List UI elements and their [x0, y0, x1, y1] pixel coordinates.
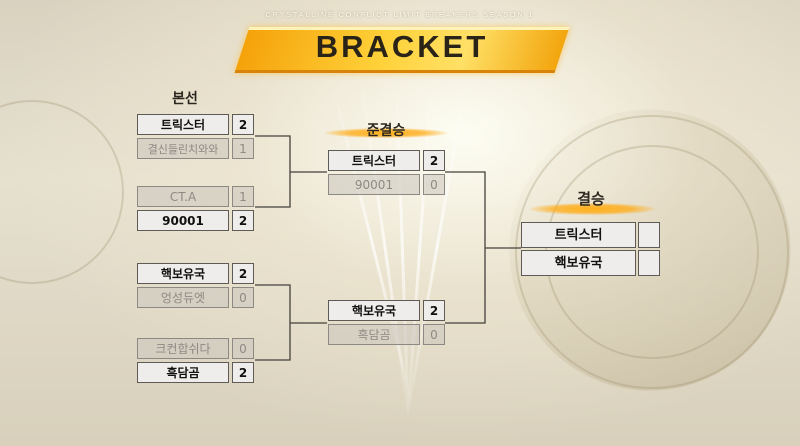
- final-glow: [530, 203, 655, 215]
- team-score: 2: [232, 114, 254, 135]
- connector-q1-q2: [255, 135, 291, 208]
- team-name: 핵보유국: [137, 263, 229, 284]
- team-name: 트릭스터: [521, 222, 636, 248]
- team-score: 2: [232, 263, 254, 284]
- team-score: 1: [232, 186, 254, 207]
- connector-s1-s2: [445, 171, 486, 324]
- connector-q3-q4: [255, 284, 291, 361]
- round-label-main: 본선: [172, 91, 198, 107]
- team-score: 0: [232, 287, 254, 308]
- team-score: 2: [232, 362, 254, 383]
- team-score: 0: [232, 338, 254, 359]
- team-score: 2: [423, 150, 445, 171]
- team-score: 2: [232, 210, 254, 231]
- team-score: 1: [232, 138, 254, 159]
- team-name: 90001: [328, 174, 420, 195]
- team-score: 2: [423, 300, 445, 321]
- team-name: 핵보유국: [328, 300, 420, 321]
- team-score: [638, 250, 660, 276]
- team-name: 핵보유국: [521, 250, 636, 276]
- team-score: 0: [423, 174, 445, 195]
- round-label-final: 결승: [577, 190, 605, 208]
- team-name: 흑담곰: [328, 324, 420, 345]
- page-title: BRACKET: [315, 29, 489, 64]
- team-name: 트릭스터: [137, 114, 229, 135]
- team-name: 흑담곰: [137, 362, 229, 383]
- team-score: 0: [423, 324, 445, 345]
- team-name: CT.A: [137, 186, 229, 207]
- team-score: [638, 222, 660, 248]
- team-name: 트릭스터: [328, 150, 420, 171]
- team-name: 엉성듀엣: [137, 287, 229, 308]
- team-name: 90001: [137, 210, 229, 231]
- season-subtitle: CRYSTALLINE CONFLICT LIMIT BREAKERS SEAS…: [265, 12, 535, 19]
- team-name: 결신들린치와와: [137, 138, 229, 159]
- round-label-semifinal: 준결승: [366, 123, 406, 139]
- semifinal-glow: [325, 128, 447, 138]
- team-name: 크컨합쉬다: [137, 338, 229, 359]
